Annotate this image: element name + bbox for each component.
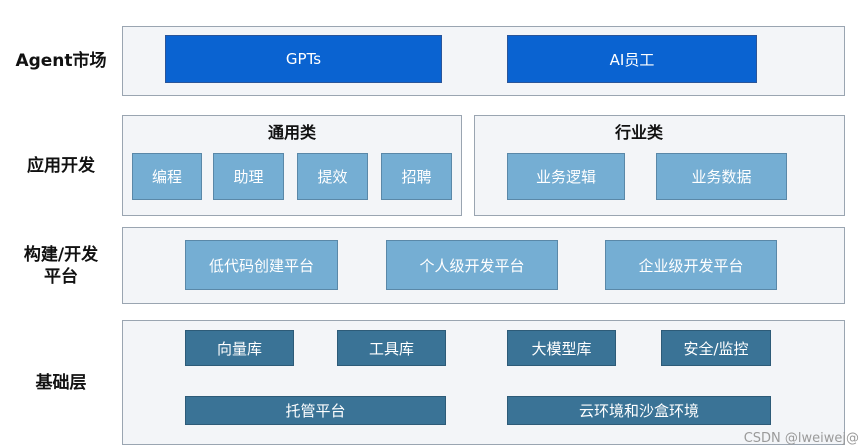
layer-label-app-dev: 应用开发	[27, 155, 95, 176]
layer-label-base: 基础层	[35, 372, 87, 393]
industry-title: 行业类	[614, 123, 663, 142]
app-item-recruiting: 招聘	[381, 153, 452, 200]
layer-label-build-line2: 平台	[44, 266, 78, 287]
app-item-programming: 编程	[132, 153, 202, 200]
base-item-hosting: 托管平台	[185, 396, 446, 425]
base-item-security: 安全/监控	[661, 330, 771, 366]
base-item-vector-db: 向量库	[185, 330, 294, 366]
base-item-cloud-sandbox: 云环境和沙盒环境	[507, 396, 771, 425]
app-item-assistant: 助理	[213, 153, 284, 200]
layer-label-build: 构建/开发 平台	[0, 227, 122, 304]
watermark: CSDN @lweiwej@	[743, 431, 859, 446]
base-item-tool-lib: 工具库	[337, 330, 446, 366]
base-item-model-lib: 大模型库	[507, 330, 616, 366]
build-item-lowcode: 低代码创建平台	[185, 240, 338, 290]
app-item-business-data: 业务数据	[656, 153, 787, 200]
market-item-gpts: GPTs	[165, 35, 442, 83]
layer-label-market: Agent市场	[15, 51, 107, 71]
market-item-ai-staff: AI员工	[507, 35, 757, 83]
app-item-business-logic: 业务逻辑	[507, 153, 625, 200]
build-item-personal: 个人级开发平台	[386, 240, 558, 290]
app-item-efficiency: 提效	[297, 153, 368, 200]
layer-label-build-line1: 构建/开发	[23, 244, 99, 265]
build-item-enterprise: 企业级开发平台	[605, 240, 777, 290]
general-title: 通用类	[267, 123, 316, 142]
